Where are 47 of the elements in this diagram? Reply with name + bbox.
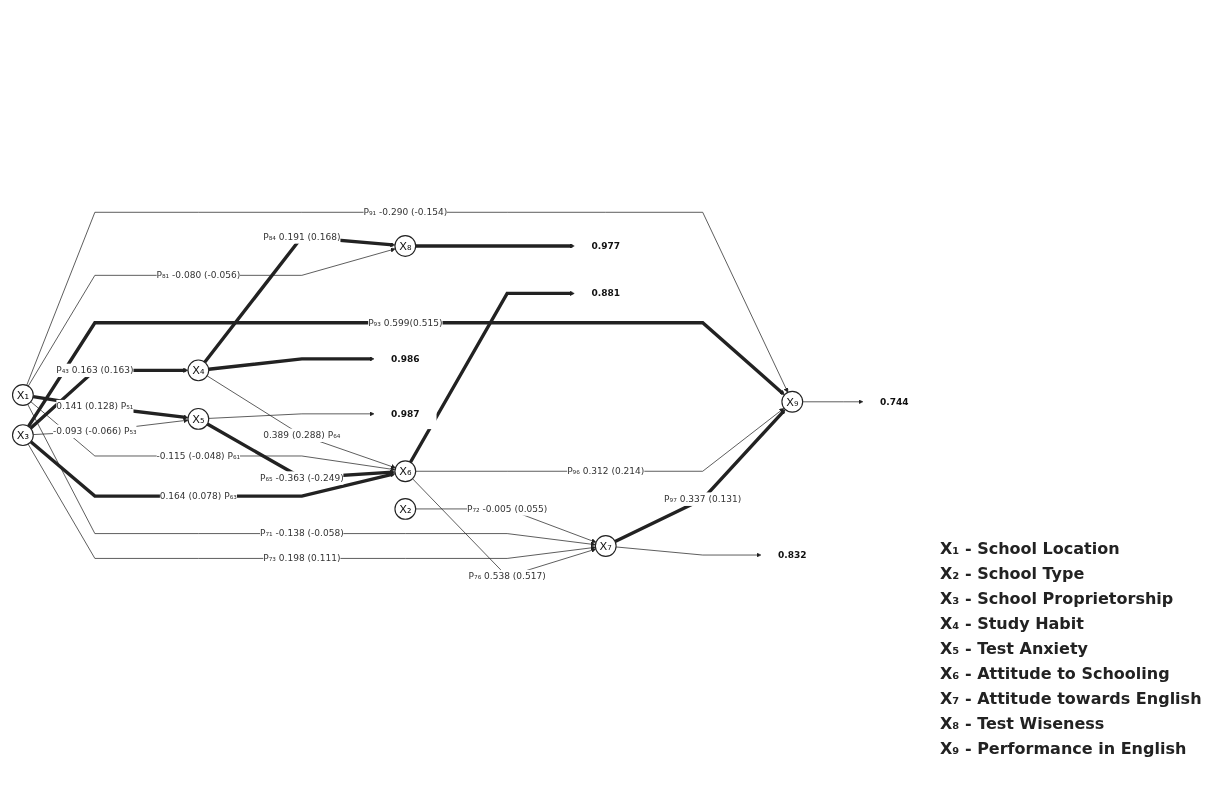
legend-text: X₂ - School Type: [940, 564, 1086, 583]
node-circle: X₉: [781, 390, 804, 413]
edge-label: 0.141 (0.128) P₅₁: [56, 400, 134, 412]
arrow: [409, 291, 575, 464]
edge-label: P₇₃ 0.198 (0.111): [263, 552, 341, 564]
legend-text: X₈ - Test Wiseness: [940, 714, 1106, 733]
node-circle: X₄: [187, 359, 210, 382]
arrow: [29, 440, 396, 498]
node-circle: X₇: [594, 535, 617, 558]
edge-label: P₇₆ 0.538 (0.517): [468, 570, 546, 582]
node-circle: X₈: [394, 235, 417, 258]
node-circle: X₂: [394, 498, 417, 520]
node-circle: X₁: [11, 384, 34, 407]
edge-label: P₄₃ 0.163 (0.163): [56, 364, 134, 376]
arrow: [208, 356, 375, 371]
edge-label: P₉₁ -0.290 (-0.154): [363, 206, 448, 218]
edge-label: P₉₃ 0.599(0.515): [368, 317, 443, 328]
legend-text: X₄ - Study Habit: [940, 614, 1085, 633]
node-text: 0.832: [778, 549, 807, 561]
edge-label: P₇₂ -0.005 (0.055): [466, 503, 548, 515]
edge-label: 0.164 (0.078) P₆₃: [159, 490, 237, 502]
node-text: 0.744: [879, 396, 909, 407]
arrow: [32, 395, 189, 420]
arrow: [415, 243, 575, 249]
arrow: [614, 409, 786, 544]
legend-text: X₁ - School Location: [940, 539, 1121, 558]
edge-label: P₆₅ -0.363 (-0.249): [259, 472, 344, 484]
legend-text: X₅ - Test Anxiety: [940, 639, 1089, 658]
legend-text: X₃ - School Proprietorship: [940, 589, 1175, 608]
edge-label: P₇₁ -0.138 (-0.058): [259, 528, 344, 539]
edge-label: P₈₁ -0.080 (-0.056): [156, 269, 241, 281]
node-circle: X₅: [187, 408, 210, 430]
edge-label: -0.093 (-0.066) P₅₃: [53, 425, 137, 437]
legend-text: X₆ - Attitude to Schooling: [940, 664, 1171, 683]
edge-label: -0.115 (-0.048) P₆₁: [156, 450, 241, 462]
edge-label: 0.389 (0.288) P₆₄: [263, 429, 341, 441]
node-circle: X₃: [11, 424, 34, 447]
node-text: 0.977: [591, 240, 621, 252]
node-text: 0.881: [591, 287, 621, 299]
legend-text: X₉ - Performance in English: [940, 739, 1188, 758]
legend-text: X₇ - Attitude towards English: [940, 689, 1203, 708]
node-text: 0.986: [391, 353, 420, 365]
node-circle: X₆: [394, 460, 417, 483]
arrow: [29, 368, 189, 430]
edge-label: P₈₄ 0.191 (0.168): [263, 231, 341, 243]
edge-label: P₉₆ 0.312 (0.214): [567, 465, 645, 477]
edge-label: P₉₇ 0.337 (0.131): [664, 493, 742, 505]
